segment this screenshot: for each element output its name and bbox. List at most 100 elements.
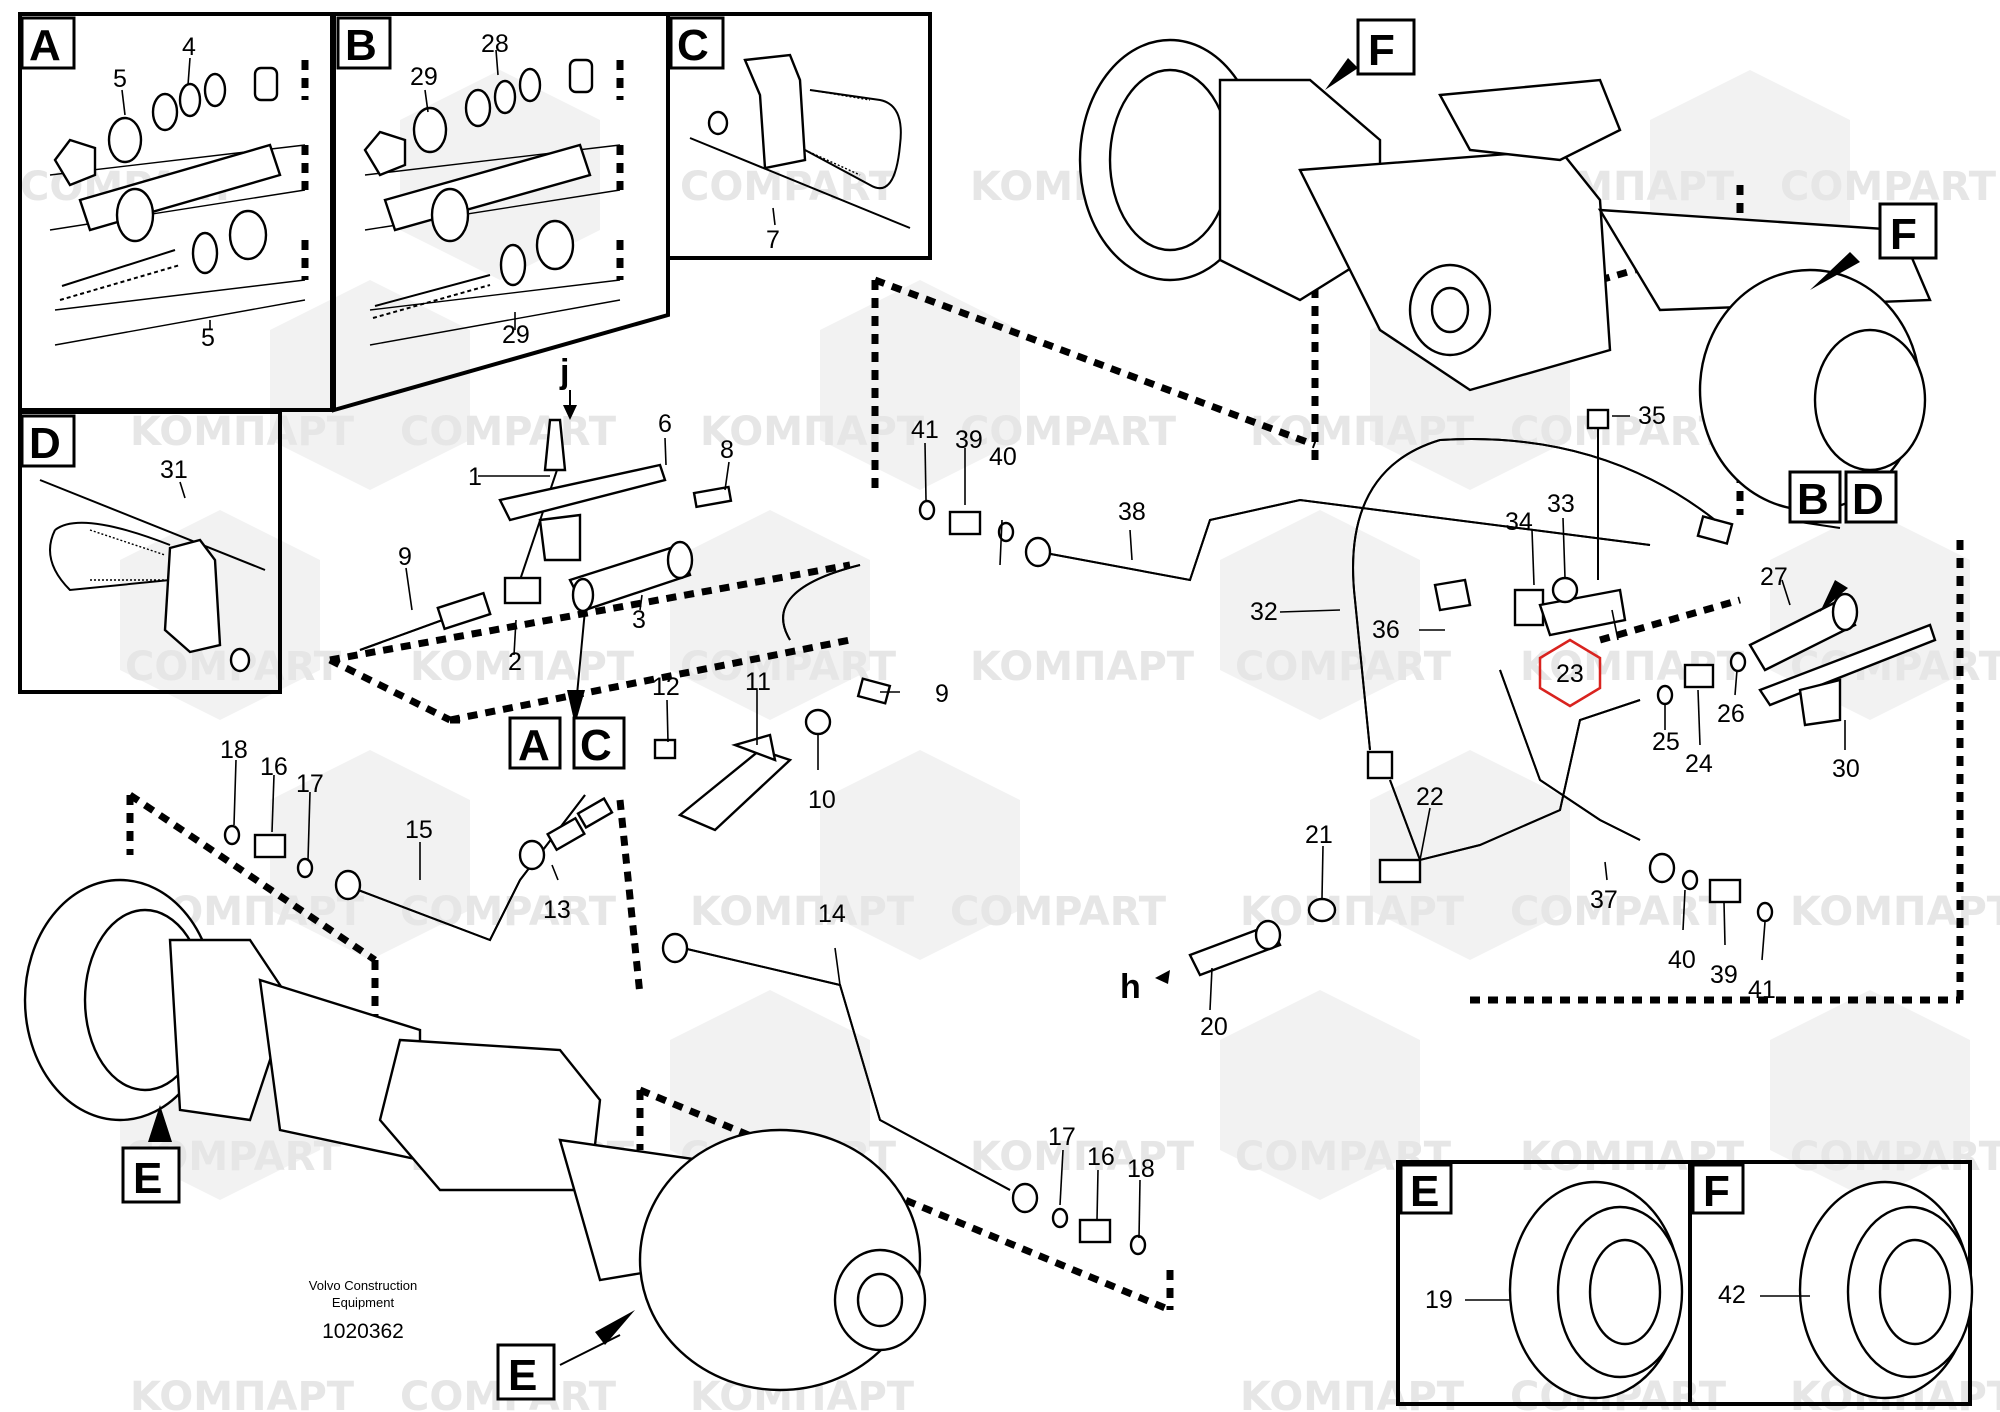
footer-brand-line2: Equipment bbox=[332, 1295, 395, 1310]
wm-16: COMPART bbox=[1235, 644, 1452, 690]
ref-c: C bbox=[580, 721, 612, 770]
ref-f-right: F bbox=[1890, 210, 1917, 259]
callout-25[interactable]: 25 bbox=[1652, 728, 1680, 756]
connection-label-j: j bbox=[559, 353, 569, 391]
inset-b-frame bbox=[332, 12, 670, 413]
inset-label-d: D bbox=[29, 419, 61, 468]
ref-e-right: E bbox=[508, 1351, 537, 1400]
wm-33: KOMПAPT bbox=[130, 1374, 355, 1412]
callout-3[interactable]: 3 bbox=[632, 606, 646, 634]
callout-35[interactable]: 35 bbox=[1638, 402, 1666, 430]
callout-32[interactable]: 32 bbox=[1250, 598, 1278, 626]
figure-footer: Volvo Construction Equipment 1020362 bbox=[309, 1278, 417, 1343]
callout-31[interactable]: 31 bbox=[160, 456, 188, 484]
callout-27[interactable]: 27 bbox=[1760, 563, 1788, 591]
ref-a: A bbox=[518, 721, 550, 770]
callout-28[interactable]: 28 bbox=[481, 30, 509, 58]
inset-letter-boxes: A B C D E F bbox=[20, 16, 1745, 1216]
callout-5-bottom[interactable]: 5 bbox=[201, 324, 215, 352]
wm-36: KOMПAPT bbox=[1240, 1374, 1465, 1412]
callout-17-right[interactable]: 17 bbox=[1048, 1123, 1076, 1151]
wm-2: COMPART bbox=[680, 164, 897, 210]
callout-37[interactable]: 37 bbox=[1590, 886, 1618, 914]
callout-20[interactable]: 20 bbox=[1200, 1013, 1228, 1041]
inset-frames bbox=[18, 12, 1972, 1406]
callout-39-top[interactable]: 39 bbox=[955, 426, 983, 454]
callout-26[interactable]: 26 bbox=[1717, 700, 1745, 728]
callout-12[interactable]: 12 bbox=[652, 673, 680, 701]
callout-2[interactable]: 2 bbox=[508, 648, 522, 676]
ref-b: B bbox=[1797, 475, 1829, 524]
detail-reference-boxes: A C B D E E F F bbox=[121, 18, 1938, 1401]
callout-33[interactable]: 33 bbox=[1547, 490, 1575, 518]
callout-11[interactable]: 11 bbox=[745, 668, 771, 696]
callout-9-right[interactable]: 9 bbox=[935, 680, 949, 708]
inset-label-a: A bbox=[29, 21, 61, 70]
callout-17-left[interactable]: 17 bbox=[296, 770, 324, 798]
wm-20: COMPART bbox=[400, 889, 617, 935]
wm-22: COMPART bbox=[950, 889, 1167, 935]
callout-29-bottom[interactable]: 29 bbox=[502, 321, 530, 349]
callout-42[interactable]: 42 bbox=[1718, 1281, 1746, 1309]
ref-e-left: E bbox=[133, 1154, 162, 1203]
callout-8[interactable]: 8 bbox=[720, 436, 734, 464]
callout-7[interactable]: 7 bbox=[766, 226, 780, 254]
callout-18-left[interactable]: 18 bbox=[220, 736, 248, 764]
callout-29-top[interactable]: 29 bbox=[410, 63, 438, 91]
wm-21: KOMПAPT bbox=[690, 889, 915, 935]
wm-32: COMPART bbox=[1790, 1134, 2000, 1180]
callout-13[interactable]: 13 bbox=[543, 896, 571, 924]
callout-38[interactable]: 38 bbox=[1118, 498, 1146, 526]
callout-16-right[interactable]: 16 bbox=[1087, 1143, 1115, 1171]
callout-1[interactable]: 1 bbox=[468, 463, 482, 491]
wm-9: COMPART bbox=[960, 409, 1177, 455]
wm-15: KOMПAPT bbox=[970, 644, 1195, 690]
callout-40-top[interactable]: 40 bbox=[989, 443, 1017, 471]
left-hose-assembly bbox=[328, 418, 892, 832]
wm-24: COMPART bbox=[1510, 889, 1727, 935]
inset-d-parts bbox=[39, 479, 266, 673]
callout-19[interactable]: 19 bbox=[1425, 1286, 1453, 1314]
ref-d: D bbox=[1852, 475, 1884, 524]
right-pipe-assembly bbox=[871, 185, 1964, 1004]
inset-d-frame bbox=[18, 410, 282, 694]
ref-f-top: F bbox=[1368, 26, 1395, 75]
callout-9-left[interactable]: 9 bbox=[398, 543, 412, 571]
callout-30[interactable]: 30 bbox=[1832, 755, 1860, 783]
brake-drum-f bbox=[1798, 1180, 1974, 1400]
footer-brand: Volvo Construction bbox=[309, 1278, 417, 1293]
callout-10[interactable]: 10 bbox=[808, 786, 836, 814]
inset-label-f: F bbox=[1703, 1167, 1730, 1216]
callout-41-bottom[interactable]: 41 bbox=[1748, 976, 1776, 1004]
callout-23[interactable]: 23 bbox=[1556, 660, 1584, 688]
wm-25: KOMПAPT bbox=[1790, 889, 2000, 935]
inset-label-c: C bbox=[677, 21, 709, 70]
wm-13: KOMПAPT bbox=[410, 644, 635, 690]
footer-figure-number: 1020362 bbox=[322, 1320, 404, 1343]
rear-axle-top bbox=[1078, 38, 1932, 512]
callout-15[interactable]: 15 bbox=[405, 816, 433, 844]
connection-labels: j h bbox=[559, 353, 1170, 1006]
inset-c-frame bbox=[666, 12, 932, 260]
callout-4[interactable]: 4 bbox=[182, 33, 196, 61]
wm-29: KOMПAPT bbox=[970, 1134, 1195, 1180]
callout-41-top[interactable]: 41 bbox=[911, 416, 939, 444]
callout-39-bottom[interactable]: 39 bbox=[1710, 961, 1738, 989]
connection-label-h: h bbox=[1120, 968, 1141, 1006]
highlight-hexagon[interactable] bbox=[1538, 638, 1602, 708]
callout-14[interactable]: 14 bbox=[818, 900, 846, 928]
callout-34[interactable]: 34 bbox=[1505, 508, 1533, 536]
callout-21[interactable]: 21 bbox=[1305, 821, 1333, 849]
callout-18-right[interactable]: 18 bbox=[1127, 1155, 1155, 1183]
callout-36[interactable]: 36 bbox=[1372, 616, 1400, 644]
inset-c-parts bbox=[689, 53, 911, 229]
callout-24[interactable]: 24 bbox=[1685, 750, 1713, 778]
callout-16-left[interactable]: 16 bbox=[260, 753, 288, 781]
callout-6[interactable]: 6 bbox=[658, 410, 672, 438]
callout-22[interactable]: 22 bbox=[1416, 783, 1444, 811]
callout-5-top[interactable]: 5 bbox=[113, 65, 127, 93]
wm-8: KOMПAPT bbox=[700, 409, 925, 455]
leader-lines bbox=[121, 49, 1846, 1301]
callout-40-bottom[interactable]: 40 bbox=[1668, 946, 1696, 974]
